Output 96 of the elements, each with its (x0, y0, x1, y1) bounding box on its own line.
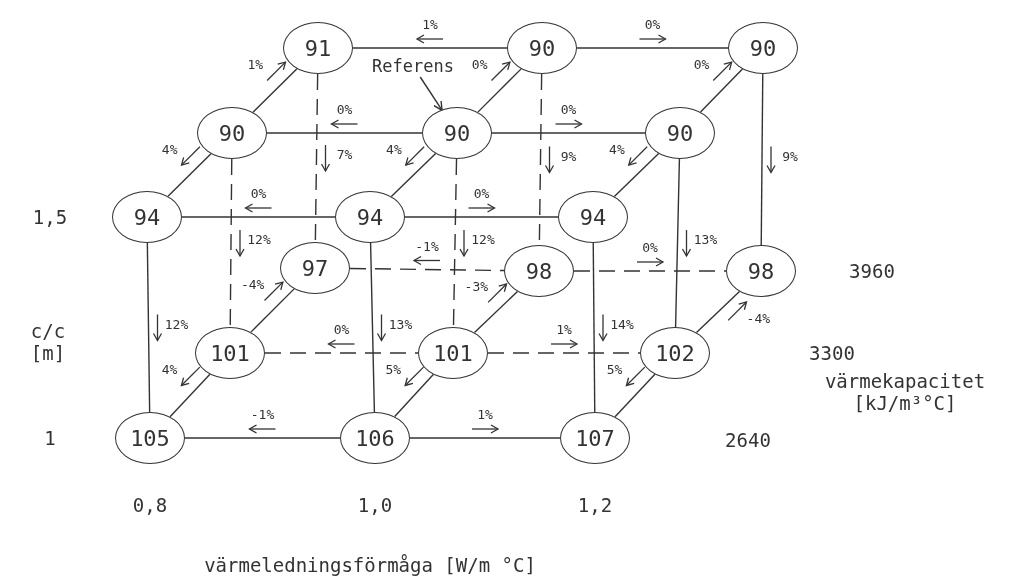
value-ellipse: 98 (726, 245, 796, 297)
connector-line (352, 47, 508, 49)
value-ellipse: 90 (197, 107, 267, 159)
connector-line (167, 153, 212, 197)
connector-line (229, 158, 233, 328)
connector-line (760, 73, 764, 246)
value-ellipse: 101 (195, 327, 265, 379)
value-ellipse: 98 (504, 245, 574, 297)
connector-line (184, 437, 341, 439)
axis-label: 3300 (808, 342, 856, 364)
connector-line (592, 242, 596, 413)
connector-line (452, 158, 458, 328)
percent-label: 13% (388, 316, 413, 331)
connector-line (266, 132, 423, 134)
axis-label: 1,2 (576, 494, 614, 516)
percent-label: 12% (247, 231, 271, 247)
value-ellipse: 91 (283, 22, 353, 74)
connector-line (573, 270, 727, 272)
connector-line (695, 290, 741, 334)
connector-line (576, 47, 729, 49)
value-ellipse: 106 (340, 412, 410, 464)
percent-label: 0% (473, 185, 490, 201)
connector-line (409, 437, 561, 439)
value-ellipse: 97 (280, 242, 350, 294)
percent-label: 12% (164, 316, 189, 331)
value-ellipse: 107 (560, 412, 630, 464)
percent-label: -1% (250, 406, 275, 422)
connector-line (473, 290, 519, 334)
percent-label: 0% (250, 185, 267, 201)
connector-line (613, 152, 660, 198)
connector-line (252, 68, 298, 113)
percent-label: 4% (161, 141, 178, 157)
percent-label: 9% (782, 148, 798, 163)
percent-label: 7% (336, 146, 353, 162)
connector-line (491, 132, 646, 134)
connector-line (394, 373, 434, 418)
percent-label: 5% (385, 361, 402, 377)
connector-line (181, 216, 336, 218)
axis-label: värmekapacitet [kJ/m³°C] (823, 370, 987, 414)
connector-line (146, 242, 151, 413)
percent-label: 0% (693, 56, 710, 72)
value-ellipse: 105 (115, 412, 185, 464)
axis-label: 1 (43, 427, 57, 449)
value-ellipse: 90 (645, 107, 715, 159)
percent-label: 1% (477, 406, 493, 422)
value-ellipse: 94 (112, 191, 182, 243)
connector-line (369, 242, 376, 413)
value-ellipse: 90 (507, 22, 577, 74)
connector-line (250, 288, 295, 333)
axis-label: 2640 (724, 429, 772, 451)
percent-label: 13% (693, 231, 718, 247)
connector-line (169, 373, 211, 418)
percent-label: 9% (560, 148, 577, 163)
value-ellipse: 101 (418, 327, 488, 379)
percent-label: 14% (610, 316, 634, 331)
percent-label: 1% (422, 16, 438, 32)
connector-line (404, 216, 559, 218)
percent-label: -1% (415, 238, 439, 253)
axis-label: värmeledningsförmåga [W/m °C] (203, 554, 537, 576)
value-ellipse: 94 (335, 191, 405, 243)
connector-line (614, 373, 656, 418)
percent-label: 12% (471, 231, 495, 247)
value-ellipse: 90 (728, 22, 798, 74)
percent-label: 0% (471, 56, 488, 72)
percent-label: -3% (464, 278, 489, 294)
reference-note: Referens (365, 55, 461, 77)
connector-line (674, 158, 681, 328)
percent-label: -4% (240, 276, 265, 292)
connector-line (264, 352, 419, 354)
axis-label: 0,8 (131, 494, 169, 516)
percent-label: 0% (560, 101, 577, 117)
connector-line (477, 68, 522, 113)
percent-label: 0% (333, 321, 350, 337)
value-ellipse: 94 (558, 191, 628, 243)
percent-label: 4% (386, 141, 402, 157)
percent-label: 1% (247, 56, 264, 72)
connector-line (699, 68, 744, 113)
percent-label: 0% (336, 101, 353, 117)
connector-line (487, 352, 641, 354)
percent-label: 5% (606, 361, 623, 377)
percent-label: 0% (642, 239, 658, 255)
percent-label: 1% (556, 321, 572, 337)
connector-line (314, 73, 319, 243)
axis-label: c/c [m] (29, 320, 67, 364)
connector-line (390, 152, 437, 198)
percent-label: -4% (746, 310, 771, 326)
axis-label: 1,0 (356, 494, 394, 516)
axis-label: 1,5 (31, 206, 69, 228)
axis-label: 3960 (848, 260, 896, 282)
percent-label: 4% (161, 361, 178, 377)
value-ellipse: 90 (422, 107, 492, 159)
percent-label: 4% (609, 141, 625, 157)
leader-arrow (419, 76, 443, 112)
percent-label: 0% (644, 16, 661, 32)
value-ellipse: 102 (640, 327, 710, 379)
connector-line (349, 267, 505, 272)
